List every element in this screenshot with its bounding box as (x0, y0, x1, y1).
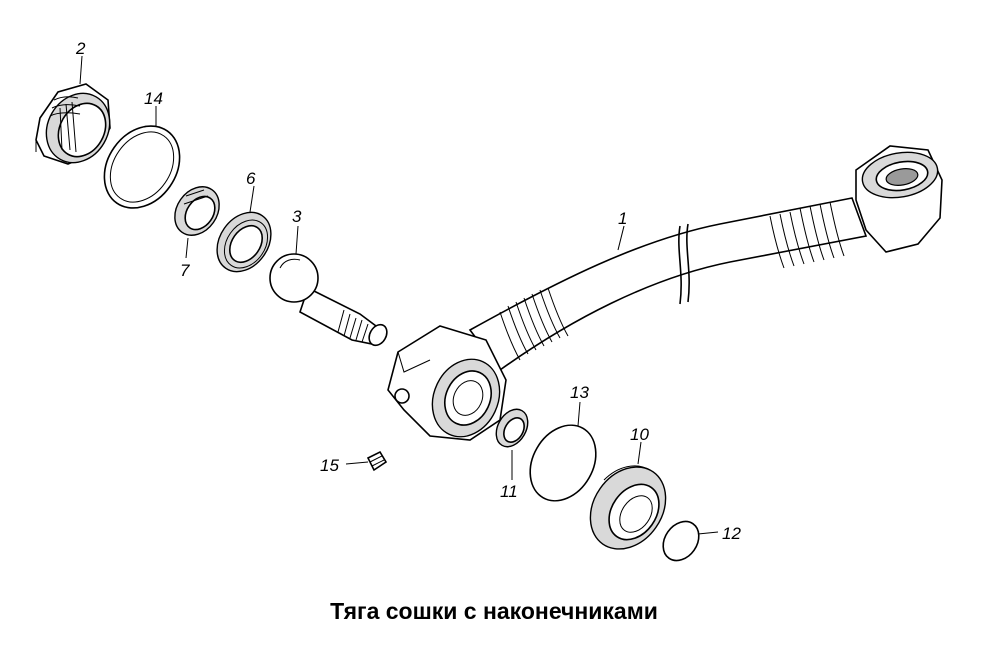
part-11-bushing (495, 408, 529, 448)
part-10-cover (589, 465, 667, 550)
part-6-washer (216, 211, 272, 273)
callout-12: 12 (722, 524, 741, 543)
part-15-grease-fitting (366, 450, 388, 472)
callout-14: 14 (144, 89, 163, 108)
part-13-o-ring (529, 424, 597, 502)
callout-labels: 2 14 6 3 1 7 15 13 10 11 12 (75, 39, 741, 543)
callout-2: 2 (75, 39, 86, 58)
leader-lines (79, 55, 719, 535)
callout-3: 3 (292, 207, 302, 226)
callout-11: 11 (500, 482, 518, 501)
part-2-threaded-cap (35, 83, 111, 165)
callout-10: 10 (630, 425, 649, 444)
part-12-small-ring (662, 520, 700, 562)
part-14-ring (103, 125, 181, 209)
part-7-bushing (174, 186, 220, 236)
part-1-steering-link (387, 145, 943, 441)
callout-15: 15 (320, 456, 339, 475)
part-3-ball-pin (269, 253, 388, 347)
callout-6: 6 (246, 169, 256, 188)
callout-13: 13 (570, 383, 589, 402)
callout-7: 7 (180, 261, 190, 280)
callout-1: 1 (618, 209, 627, 228)
figure-caption: Тяга сошки с наконечниками (330, 598, 658, 624)
